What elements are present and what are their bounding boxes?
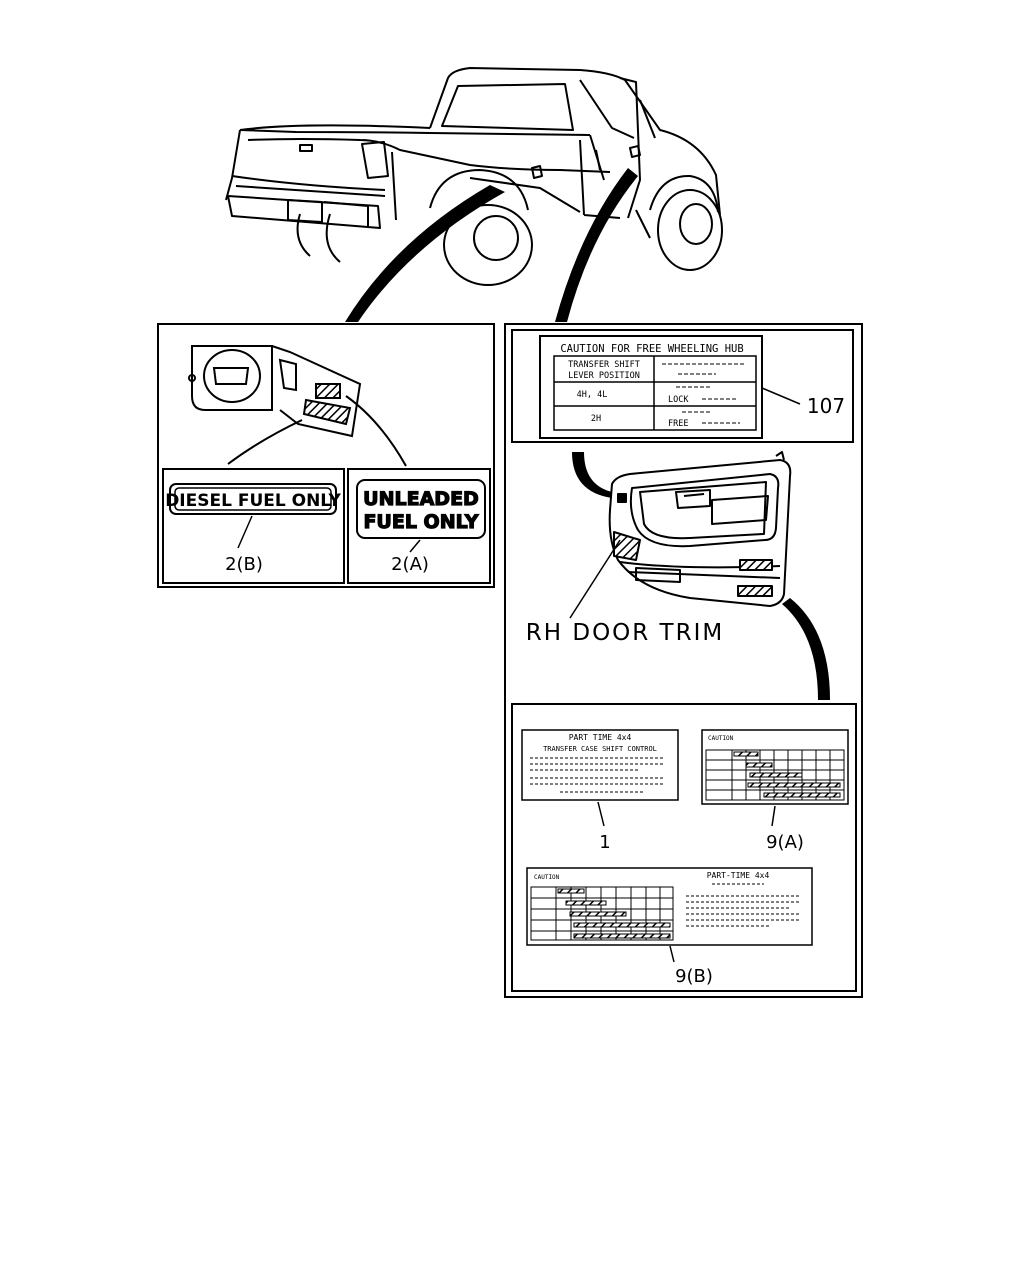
caution-a-title: CAUTION <box>708 735 734 742</box>
pickup-truck-illustration <box>225 67 723 286</box>
callout-2a: 2(A) <box>391 554 429 575</box>
part-time-4x4-title: PART TIME 4x4 <box>569 733 632 742</box>
caution-b-right-title: PART-TIME 4x4 <box>707 871 770 880</box>
hub-label-row1-position: 4H, 4L <box>577 390 608 400</box>
callout-1: 1 <box>599 832 610 853</box>
caution-b-title: CAUTION <box>534 874 560 881</box>
callout-9b: 9(B) <box>675 966 713 987</box>
callout-107: 107 <box>807 394 845 418</box>
caution-b-grid <box>530 886 674 941</box>
leader-curves <box>345 168 830 700</box>
hub-label-header-line1: TRANSFER SHIFT <box>568 360 640 370</box>
fuel-door-illustration <box>188 345 407 467</box>
hub-label-header-line2: LEVER POSITION <box>568 371 640 381</box>
unleaded-label-line1: UNLEADED <box>363 488 479 510</box>
door-label-panel: CAUTION FOR FREE WHEELING HUB TRANSFER S… <box>504 323 863 998</box>
hub-label-row2-setting: FREE <box>668 419 688 429</box>
unleaded-label-line2: FUEL ONLY <box>363 511 478 533</box>
callout-9a: 9(A) <box>766 832 804 853</box>
hub-label-row2-position: 2H <box>591 414 601 424</box>
rh-door-trim-caption: RH DOOR TRIM <box>526 620 724 646</box>
diesel-fuel-only-label: DIESEL FUEL ONLY <box>165 491 341 511</box>
callout-2b: 2(B) <box>225 554 263 575</box>
hub-label-title: CAUTION FOR FREE WHEELING HUB <box>560 343 743 355</box>
part-time-4x4-subtitle: TRANSFER CASE SHIFT CONTROL <box>543 745 657 753</box>
caution-a-grid <box>705 749 845 801</box>
fuel-label-panel: DIESEL FUEL ONLY 2(B) UNLEADED FUEL ONLY… <box>157 323 495 588</box>
door-trim-illustration <box>569 451 792 619</box>
hub-label-row1-setting: LOCK <box>668 395 689 405</box>
